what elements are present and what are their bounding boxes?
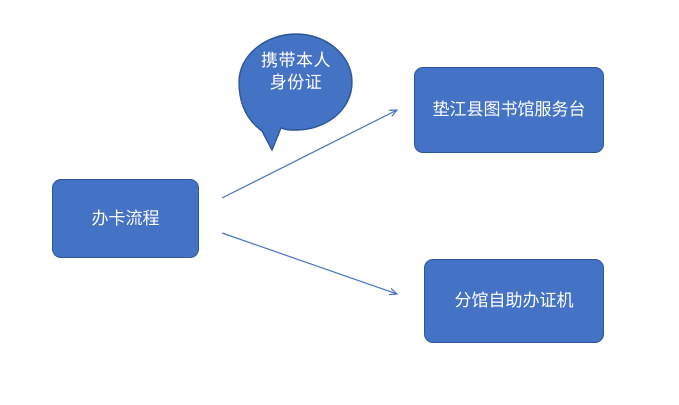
arrow-to-service-desk <box>221 110 397 199</box>
service-desk-node: 垫江县图书馆服务台 <box>414 67 604 153</box>
process-start-label: 办卡流程 <box>91 208 160 229</box>
process-start-node: 办卡流程 <box>52 179 199 258</box>
note-callout-bubble <box>238 33 353 152</box>
self-service-kiosk-node: 分馆自助办证机 <box>424 259 604 343</box>
note-callout-text: 携带本人身份证 <box>261 51 331 93</box>
service-desk-label: 垫江县图书馆服务台 <box>432 100 586 120</box>
self-service-kiosk-label: 分馆自助办证机 <box>454 291 574 311</box>
arrow-to-self-service-kiosk <box>221 232 397 294</box>
